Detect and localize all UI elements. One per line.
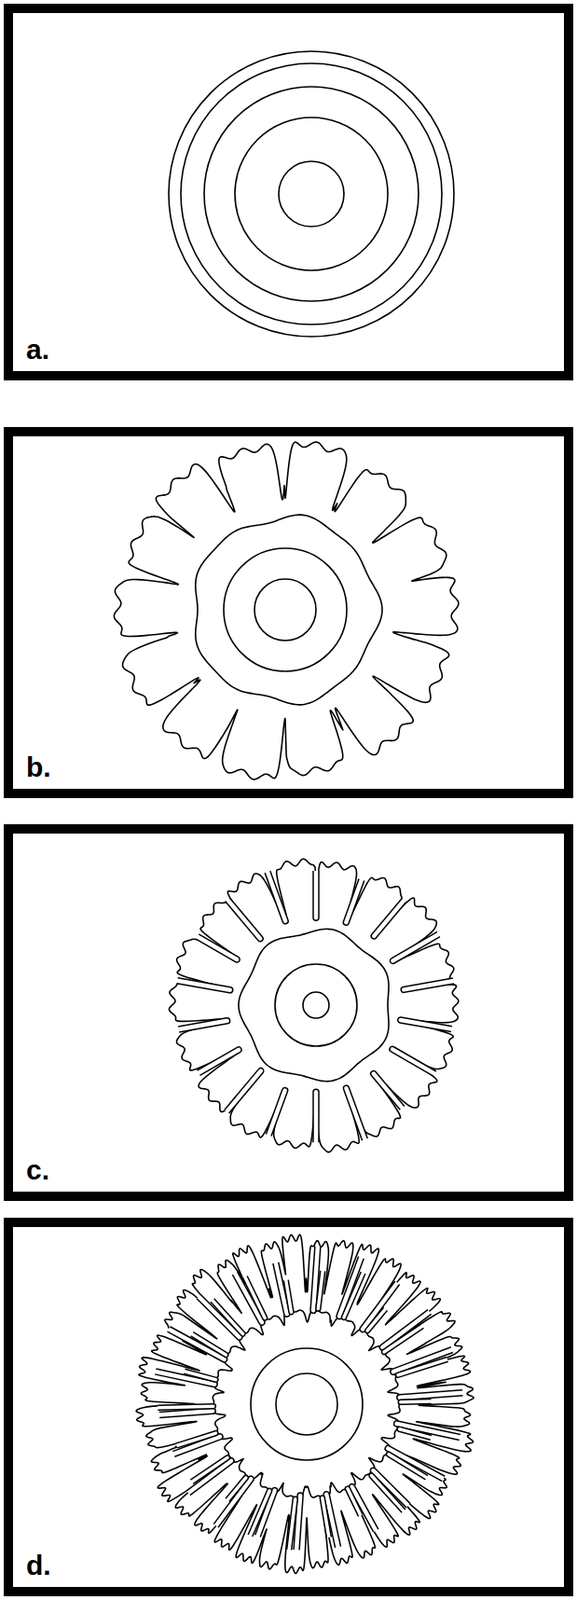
slit: [370, 898, 406, 939]
slit: [183, 1368, 219, 1382]
slit: [247, 1487, 272, 1537]
illustration: [13, 1226, 564, 1587]
slit: [166, 1326, 227, 1362]
slit: [370, 1071, 405, 1111]
slit: [381, 1323, 424, 1354]
slit: [191, 1332, 229, 1358]
slit: [384, 1444, 445, 1481]
slit: [359, 1280, 400, 1333]
slit: [315, 1270, 326, 1311]
panel: b.: [3, 426, 574, 798]
slit: [154, 1368, 218, 1388]
slit: [349, 1483, 379, 1532]
slit: [365, 1306, 388, 1333]
slit: [370, 1467, 411, 1508]
slit: [265, 1087, 288, 1137]
slit: [178, 1017, 230, 1032]
slit: [397, 1426, 432, 1440]
panel: a.: [3, 3, 574, 381]
slit: [385, 1451, 428, 1480]
slit: [398, 1016, 453, 1032]
panel: d.: [3, 1217, 574, 1596]
slit: [343, 1085, 368, 1141]
slit: [157, 1403, 216, 1410]
slit: [225, 897, 264, 942]
illustration: [13, 833, 564, 1192]
slit: [190, 1455, 230, 1484]
ring: [238, 928, 389, 1081]
slit: [287, 1496, 299, 1550]
slit: [341, 1271, 365, 1320]
panel-label: a.: [26, 335, 50, 364]
slit: [264, 870, 289, 924]
illustration: [13, 436, 564, 789]
slit: [398, 1398, 431, 1404]
ring: [223, 548, 347, 672]
slit: [210, 1298, 246, 1336]
slit: [186, 1457, 234, 1496]
slit: [344, 1485, 363, 1516]
slit: [319, 1495, 331, 1538]
slit: [379, 1309, 431, 1350]
slit: [313, 1088, 319, 1142]
slit: [369, 1472, 406, 1512]
slit: [283, 1279, 294, 1315]
panel-label: c.: [26, 1155, 50, 1184]
ring: [250, 1347, 363, 1460]
lobed-ring: [113, 441, 458, 780]
slit: [196, 1046, 242, 1075]
slit: [213, 1475, 254, 1527]
slit: [389, 1045, 437, 1076]
slit: [400, 977, 454, 992]
slit: [396, 1356, 449, 1377]
ring: [180, 63, 442, 325]
ring: [274, 963, 358, 1046]
slit: [177, 977, 234, 993]
slit: [225, 1474, 248, 1501]
slit: [394, 1420, 461, 1441]
ring: [275, 1373, 338, 1435]
ring: [254, 578, 316, 641]
lobed-ring: [168, 858, 458, 1152]
slit: [176, 1430, 219, 1448]
slit: [195, 934, 240, 962]
illustration: [13, 13, 564, 371]
slit: [224, 1068, 264, 1113]
slit: [243, 1276, 268, 1320]
ring: [195, 514, 383, 705]
panel-label: d.: [26, 1551, 52, 1580]
ring: [204, 86, 419, 302]
slit: [343, 879, 364, 926]
panel-label: b.: [26, 753, 52, 782]
ring: [168, 51, 454, 337]
slit: [196, 1293, 243, 1340]
ring: [234, 117, 388, 271]
slit: [389, 931, 440, 963]
panel: c.: [3, 824, 574, 1201]
ring: [278, 161, 344, 227]
slit: [313, 870, 319, 921]
ring: [302, 991, 330, 1018]
frilled-ring: [136, 1234, 474, 1573]
